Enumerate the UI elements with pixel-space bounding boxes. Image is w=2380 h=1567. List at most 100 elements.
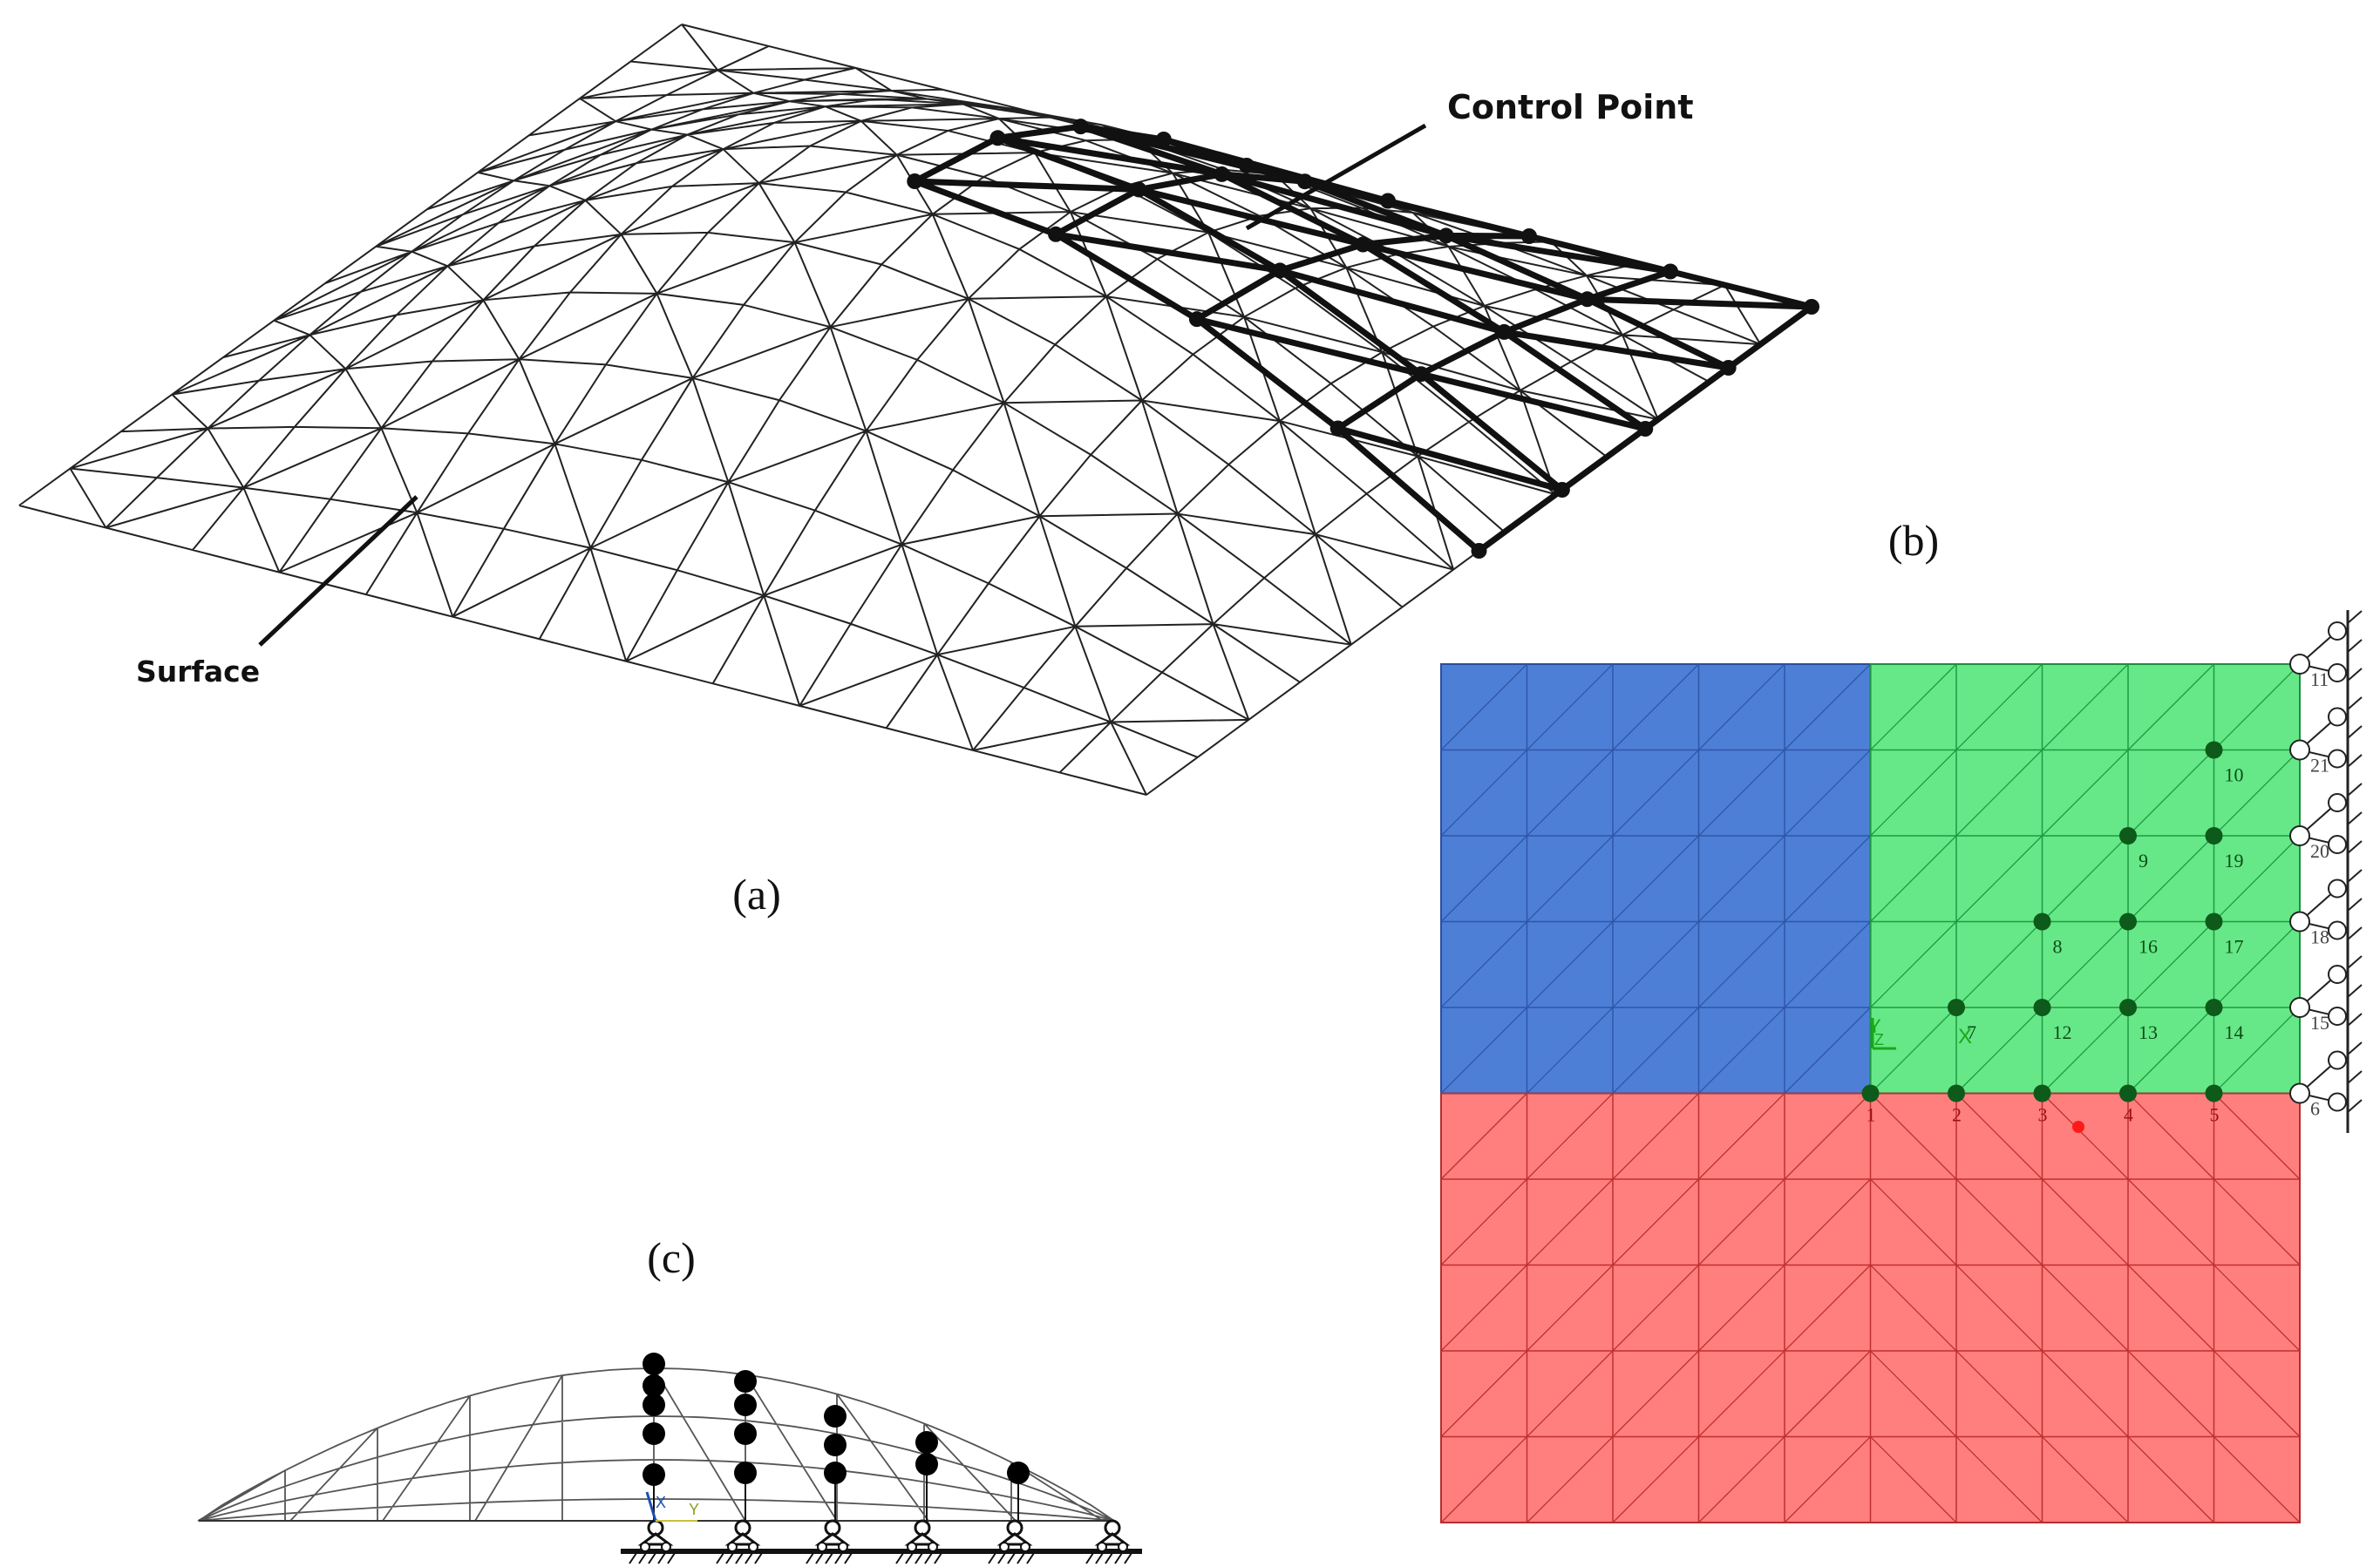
mesh-node-dot bbox=[2205, 827, 2223, 845]
mesh-diagonal bbox=[1527, 921, 1614, 1008]
control-point-dot bbox=[734, 1394, 757, 1416]
mesh-diagonal bbox=[1870, 1093, 1957, 1180]
mesh-diagonal bbox=[2213, 921, 2301, 1008]
wall-hatch bbox=[2347, 926, 2363, 940]
control-point-dot bbox=[1048, 226, 1064, 242]
mesh-diagonal bbox=[1784, 1178, 1871, 1265]
ground-hatch bbox=[1007, 1552, 1016, 1564]
control-point-dot bbox=[1380, 193, 1396, 209]
support-roller bbox=[661, 1542, 671, 1552]
mesh-diagonal bbox=[1527, 750, 1614, 837]
ground-hatch bbox=[1124, 1552, 1132, 1564]
ground-hatch bbox=[1026, 1552, 1035, 1564]
mesh-diagonal bbox=[1784, 1265, 1871, 1352]
control-point-dot bbox=[989, 130, 1006, 146]
control-point-dot bbox=[1637, 421, 1654, 437]
support-roller bbox=[1118, 1542, 1128, 1552]
control-point-dot bbox=[1296, 173, 1313, 190]
mesh-diagonal bbox=[2127, 1350, 2214, 1437]
mesh-diagonal bbox=[1955, 750, 2043, 837]
control-point-dot bbox=[1521, 228, 1537, 244]
ground-hatch bbox=[1085, 1552, 1094, 1564]
wall-hatch bbox=[2347, 754, 2363, 768]
mesh-diagonal bbox=[1784, 1436, 1871, 1523]
support-node-label: 15 bbox=[2310, 1012, 2329, 1034]
mesh-diagonal bbox=[2042, 1093, 2129, 1180]
mesh-diagonal bbox=[1440, 663, 1527, 750]
mesh-diagonal bbox=[1440, 750, 1527, 837]
wall-hatch bbox=[2347, 696, 2363, 710]
mesh-diagonal bbox=[2042, 1178, 2129, 1265]
ground-hatch bbox=[1017, 1552, 1025, 1564]
support-hinge bbox=[2328, 878, 2347, 899]
support-hinge bbox=[2289, 739, 2310, 761]
mesh-node-label: 8 bbox=[2053, 936, 2063, 958]
support-hinge bbox=[2289, 825, 2310, 846]
control-point-dot bbox=[734, 1370, 757, 1393]
mesh-diagonal bbox=[1612, 1093, 1699, 1180]
mesh-diagonal bbox=[1870, 1007, 1957, 1094]
support-roller bbox=[1097, 1542, 1107, 1552]
mesh-diagonal bbox=[1955, 921, 2043, 1008]
wall-hatch bbox=[2347, 984, 2363, 998]
mesh-diagonal bbox=[1612, 663, 1699, 750]
mesh-node-dot bbox=[2205, 1084, 2223, 1102]
mesh-diagonal bbox=[1784, 921, 1871, 1008]
mesh-diagonal bbox=[2213, 663, 2301, 750]
panel-b-axis-triad: Y Z X bbox=[1868, 1015, 1972, 1050]
support-hinge bbox=[2328, 920, 2347, 940]
support-node-label: 11 bbox=[2310, 668, 2329, 690]
control-point-dot bbox=[915, 1431, 938, 1454]
wall-hatch bbox=[2347, 840, 2363, 854]
wall-hatch bbox=[2347, 639, 2363, 653]
wall-hatch bbox=[2347, 1013, 2363, 1027]
mesh-diagonal bbox=[2213, 835, 2301, 922]
support-node-label: 6 bbox=[2310, 1098, 2320, 1120]
panel-b-caption: (b) bbox=[1888, 516, 1939, 565]
mesh-diagonal bbox=[1527, 1093, 1614, 1180]
panel-c-caption: (c) bbox=[647, 1233, 696, 1282]
mesh-diagonal bbox=[1955, 1178, 2043, 1265]
support-triangle bbox=[904, 1532, 941, 1546]
panel-b-axis-y-label: Y bbox=[1868, 1015, 1881, 1037]
mesh-diagonal bbox=[1527, 1178, 1614, 1265]
wall-hatch bbox=[2347, 783, 2363, 797]
mesh-node-dot bbox=[1861, 1084, 1880, 1102]
mesh-diagonal bbox=[1440, 921, 1527, 1008]
mesh-diagonal bbox=[1612, 1178, 1699, 1265]
mesh-diagonal bbox=[1870, 1436, 1957, 1523]
support-hinge bbox=[2328, 707, 2347, 727]
mesh-diagonal bbox=[1698, 1178, 1785, 1265]
panel-c-axis-triad: X Y bbox=[645, 1491, 699, 1522]
wall-hatch bbox=[2347, 610, 2363, 624]
mesh-node-dot bbox=[2205, 741, 2223, 759]
panel-c-axis-y-label: Y bbox=[689, 1501, 699, 1518]
mesh-diagonal bbox=[2042, 1265, 2129, 1352]
support-hinge bbox=[2328, 621, 2347, 641]
mesh-diagonal bbox=[1612, 1350, 1699, 1437]
control-point-leader-line bbox=[1245, 123, 1427, 231]
control-point-dot bbox=[1239, 158, 1255, 173]
mesh-diagonal bbox=[2213, 750, 2301, 837]
support-hinge bbox=[2328, 1050, 2347, 1070]
ground-hatch bbox=[735, 1552, 744, 1564]
ground-hatch bbox=[806, 1552, 814, 1564]
control-point-dot bbox=[907, 173, 923, 189]
ground-hatch bbox=[825, 1552, 833, 1564]
mesh-diagonal bbox=[1698, 1436, 1785, 1523]
support-node-label: 20 bbox=[2310, 840, 2329, 862]
mesh-diagonal bbox=[2127, 663, 2214, 750]
ground-hatch bbox=[988, 1552, 996, 1564]
mesh-diagonal bbox=[2042, 921, 2129, 1008]
mesh-diagonal bbox=[2042, 1436, 2129, 1523]
mesh-diagonal bbox=[2213, 1178, 2301, 1265]
control-point-dot bbox=[1471, 543, 1487, 559]
control-point-dot bbox=[1007, 1462, 1030, 1484]
mesh-node-label: 13 bbox=[2139, 1021, 2158, 1043]
ground-hatch bbox=[648, 1552, 656, 1564]
mesh-node-label: 4 bbox=[2124, 1104, 2133, 1126]
mesh-diagonal bbox=[1698, 835, 1785, 922]
mesh-diagonal bbox=[2213, 1265, 2301, 1352]
mesh-diagonal bbox=[1527, 1007, 1614, 1094]
